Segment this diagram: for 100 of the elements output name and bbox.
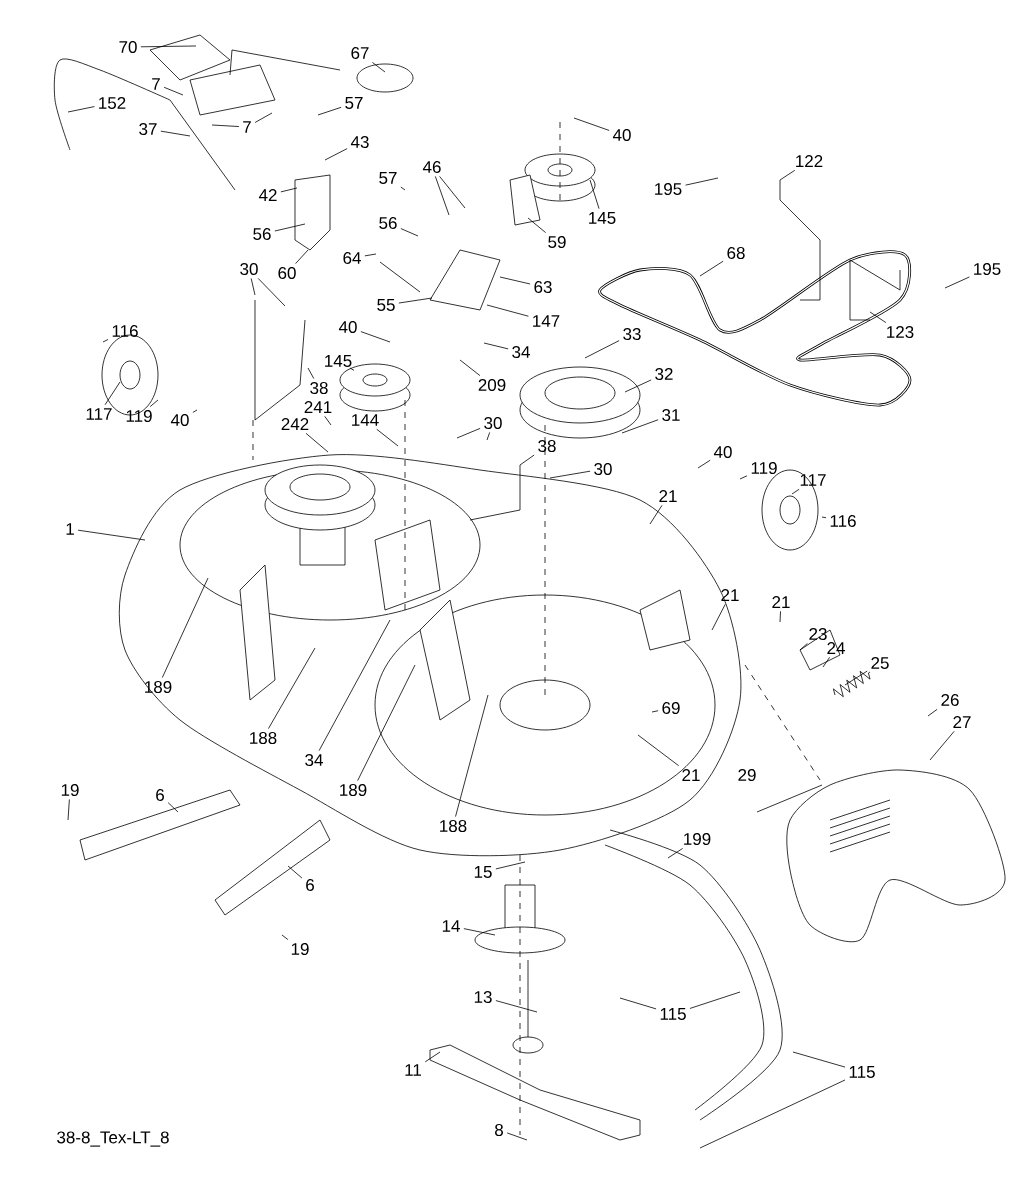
callout-number: 144 <box>352 414 379 426</box>
callout-number: 241 <box>304 401 332 413</box>
leader-line <box>495 1000 538 1013</box>
leader-line <box>844 670 868 686</box>
callout-number: 199 <box>684 833 711 845</box>
leader-line <box>637 734 680 767</box>
callout-number: 32 <box>655 368 673 380</box>
callout-number: 21 <box>772 596 790 608</box>
callout-number: 23 <box>809 628 827 640</box>
callout-number: 117 <box>86 408 112 420</box>
leader-line <box>250 278 256 296</box>
leader-line <box>697 459 711 469</box>
callout-number: 56 <box>253 228 271 240</box>
callout-number: 6 <box>156 789 164 801</box>
callout-number: 115 <box>849 1066 875 1078</box>
callout-number: 34 <box>512 346 530 358</box>
callout-number: 117 <box>800 474 826 486</box>
leader-line <box>791 488 800 495</box>
drawing-code: 38-8_Tex-LT_8 <box>57 1131 169 1147</box>
leader-line <box>779 169 796 181</box>
leader-line <box>649 504 663 525</box>
callout-number: 37 <box>139 123 157 135</box>
leader-line <box>459 359 481 376</box>
callout-number: 46 <box>422 161 441 173</box>
callout-number: 188 <box>250 732 277 744</box>
leader-line <box>140 45 197 48</box>
leader-line <box>483 342 509 350</box>
leader-line <box>439 176 466 209</box>
leader-line <box>104 381 121 406</box>
leader-line <box>927 708 938 717</box>
callout-number: 195 <box>974 263 1001 275</box>
leader-line <box>324 415 332 426</box>
leader-line <box>161 577 209 678</box>
callout-number: 70 <box>119 41 137 53</box>
leader-line <box>163 86 184 96</box>
leader-line <box>589 179 600 210</box>
callout-number: 147 <box>533 315 560 327</box>
callout-number: 242 <box>281 418 309 430</box>
callout-number: 21 <box>659 490 677 502</box>
callout-number: 29 <box>738 769 756 781</box>
leader-line <box>167 802 179 813</box>
leader-line <box>357 664 416 781</box>
leader-line <box>434 176 450 216</box>
leader-line <box>573 117 610 131</box>
leader-line <box>160 130 191 137</box>
callout-number: 116 <box>830 515 856 527</box>
callout-number: 145 <box>325 355 352 367</box>
callout-number: 38 <box>310 382 328 394</box>
leader-line <box>317 106 342 116</box>
callout-number: 25 <box>871 657 889 669</box>
callout-number: 69 <box>662 702 680 714</box>
callout-number: 189 <box>145 681 172 693</box>
leader-line <box>364 253 377 257</box>
callout-number: 6 <box>306 879 314 891</box>
callout-number: 40 <box>612 129 631 141</box>
leader-line <box>349 367 355 371</box>
leader-line <box>456 427 481 439</box>
callout-number: 31 <box>662 409 680 421</box>
leader-line <box>621 419 659 434</box>
callout-number: 63 <box>534 281 552 293</box>
leader-line <box>699 1079 846 1149</box>
leader-line <box>372 62 386 73</box>
leader-line <box>376 428 399 447</box>
leader-line <box>685 177 719 186</box>
leader-line <box>463 928 496 936</box>
leader-line <box>651 710 659 713</box>
callout-number: 189 <box>340 784 367 796</box>
leader-line <box>527 217 546 233</box>
callout-number: 123 <box>887 326 914 338</box>
callout-number: 68 <box>727 247 745 259</box>
callout-number: 33 <box>623 328 641 340</box>
callout-number: 119 <box>126 410 152 422</box>
callout-number: 145 <box>589 212 616 224</box>
callout-number: 26 <box>941 694 959 706</box>
leader-line <box>869 311 887 323</box>
callout-number: 188 <box>440 820 467 832</box>
callout-number: 30 <box>594 463 612 475</box>
callout-number: 11 <box>405 1064 421 1076</box>
callout-number: 57 <box>379 172 397 184</box>
leader-line <box>519 454 535 466</box>
leader-line <box>192 409 198 413</box>
leader-line <box>455 694 489 817</box>
leader-line <box>318 619 391 751</box>
leader-line <box>280 187 298 193</box>
leader-line <box>799 643 808 651</box>
leader-line <box>77 529 146 541</box>
leader-line <box>499 276 531 285</box>
callout-number: 60 <box>278 267 296 279</box>
leader-line <box>929 730 955 761</box>
leader-line <box>254 112 273 123</box>
callout-number: 24 <box>827 642 845 654</box>
callout-number: 13 <box>474 991 492 1003</box>
leader-line <box>67 106 95 113</box>
callout-number: 119 <box>751 462 777 474</box>
leader-line <box>102 339 109 343</box>
callout-number: 209 <box>478 379 506 391</box>
leader-line <box>424 1051 441 1063</box>
leader-line <box>584 340 620 359</box>
callout-number: 21 <box>721 589 739 601</box>
callout-number: 122 <box>796 155 823 167</box>
